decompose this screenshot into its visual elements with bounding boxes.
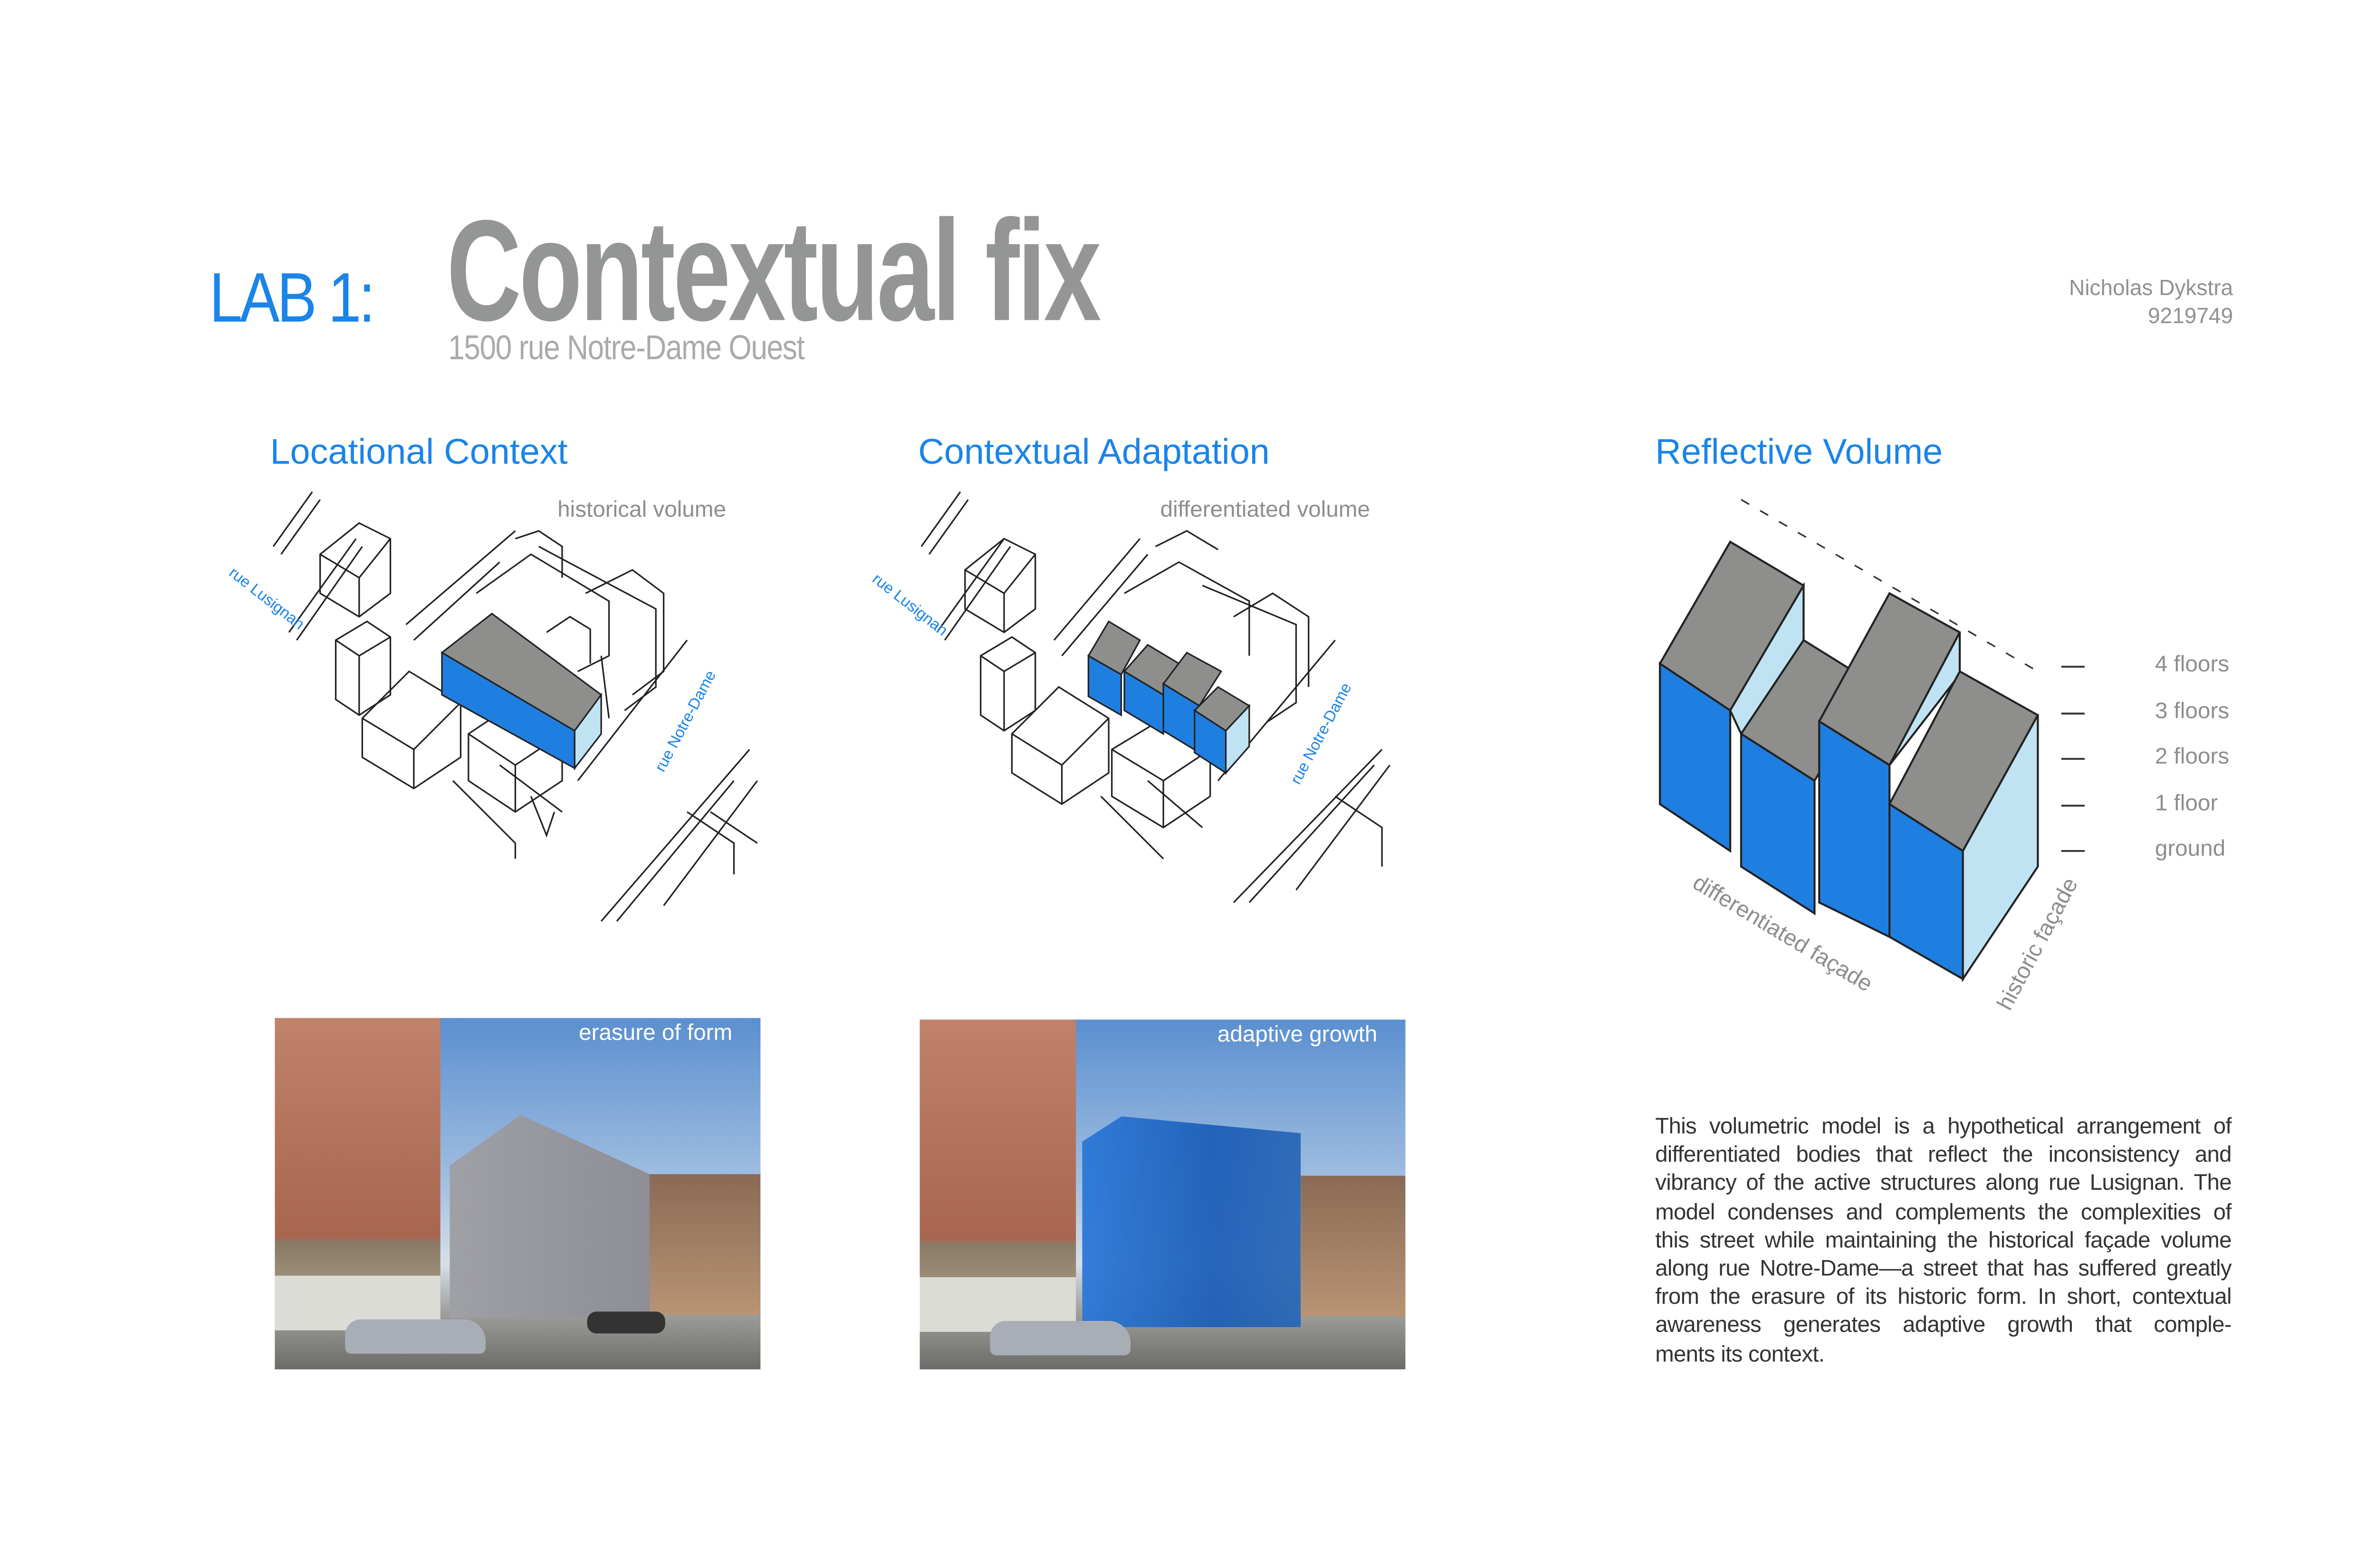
floor-label-2: 2 floors bbox=[2155, 745, 2230, 770]
block-b-front bbox=[1740, 732, 1816, 916]
description-line: awareness generates adaptive growth that… bbox=[1655, 1313, 2232, 1339]
description-line: this street while maintaining the histor… bbox=[1655, 1228, 2232, 1254]
heading-reflective-volume: Reflective Volume bbox=[1655, 430, 1943, 472]
description-line: This volumetric model is a hypothetical … bbox=[1655, 1115, 2232, 1140]
differentiated-volume-blocks bbox=[1087, 620, 1251, 775]
description-line: from the erasure of its historic form. I… bbox=[1655, 1285, 2232, 1310]
context-buildings bbox=[920, 491, 1390, 903]
author-name: Nicholas Dykstra bbox=[2069, 275, 2233, 300]
address-subtitle: 1500 rue Notre-Dame Ouest bbox=[448, 328, 805, 367]
row-houses bbox=[1301, 1176, 1406, 1317]
description-line: vibrancy of the active structures along … bbox=[1655, 1171, 2232, 1197]
description-line: differentiated bodies that reflect the i… bbox=[1655, 1143, 2232, 1168]
description-paragraph: This volumetric model is a hypothetical … bbox=[1655, 1113, 2232, 1369]
description-line: model condenses and complements the comp… bbox=[1655, 1200, 2232, 1225]
student-id: 9219749 bbox=[2147, 303, 2233, 328]
historical-volume-label: historical volume bbox=[557, 498, 727, 523]
heading-contextual-adaptation: Contextual Adaptation bbox=[918, 430, 1270, 472]
floor-label-ground: ground bbox=[2155, 837, 2226, 862]
car bbox=[345, 1319, 486, 1354]
lab-label: LAB 1: bbox=[209, 258, 375, 337]
volume-blocks bbox=[1658, 540, 2040, 983]
car bbox=[990, 1321, 1131, 1356]
height-guide-line bbox=[1741, 499, 2039, 672]
author-block: Nicholas Dykstra 9219749 bbox=[2069, 273, 2233, 329]
volume-side-face bbox=[574, 692, 602, 771]
blue-adaptive-volume bbox=[1082, 1116, 1301, 1328]
historical-volume-block bbox=[441, 612, 603, 771]
gray-building bbox=[450, 1115, 653, 1318]
description-line: along rue Notre-Dame—a street that has s… bbox=[1655, 1257, 2232, 1282]
row-houses bbox=[650, 1174, 761, 1315]
page-title: Contextual fix bbox=[446, 192, 1102, 352]
floor-label-3: 3 floors bbox=[2155, 699, 2230, 725]
photo-caption-erasure: erasure of form bbox=[579, 1021, 733, 1046]
description-line: ments its context. bbox=[1655, 1342, 1825, 1367]
context-buildings bbox=[272, 491, 758, 922]
photo-adaptive-growth: adaptive growth bbox=[920, 1019, 1406, 1369]
photo-erasure-of-form: erasure of form bbox=[275, 1018, 761, 1369]
floor-label-1: 1 floor bbox=[2155, 792, 2218, 817]
block-d-side bbox=[1962, 715, 2039, 983]
photo-caption-adaptive: adaptive growth bbox=[1217, 1023, 1378, 1048]
floor-label-4: 4 floors bbox=[2155, 652, 2230, 678]
heading-locational-context: Locational Context bbox=[270, 430, 568, 472]
floor-ticks bbox=[2061, 666, 2085, 852]
block-a-front bbox=[1658, 661, 1732, 853]
differentiated-volume-label: differentiated volume bbox=[1160, 498, 1370, 523]
